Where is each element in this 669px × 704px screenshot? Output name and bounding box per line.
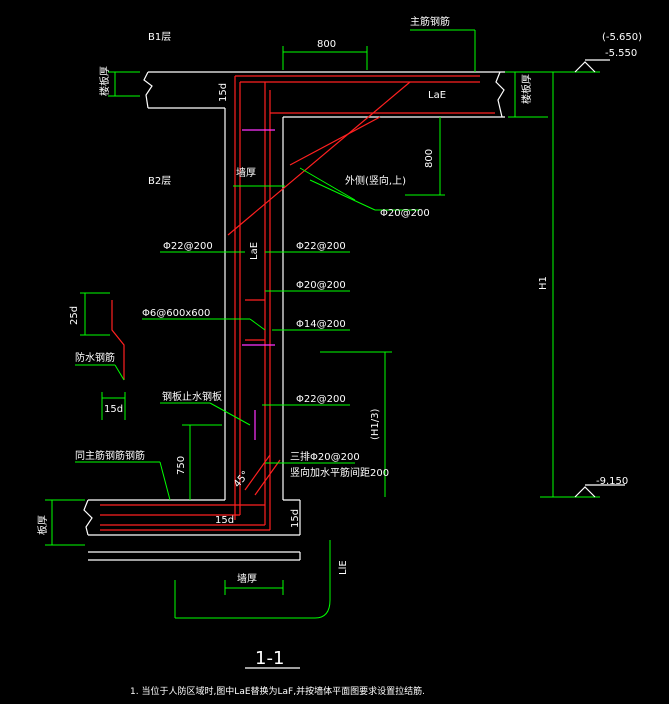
- label-waterstop: 钢板止水钢板: [162, 390, 222, 403]
- label-top-main-rebar: 同主筋钢筋钢筋: [75, 449, 145, 462]
- label-rebar-6-600: Φ6@600x600: [142, 308, 210, 319]
- note-text: 1. 当位于人防区域时,图中LaE替换为LaF,并按墙体平面图要求设置拉结筋.: [130, 685, 425, 697]
- label-15d-bottom: 15d: [215, 515, 234, 526]
- annotations: B1层 B2层 800 800 主筋钢筋 (-5.650) -5.550 -9.…: [36, 15, 642, 697]
- label-LlE: LlE: [338, 560, 349, 575]
- label-elev-top: -5.550: [605, 48, 637, 59]
- label-rebar-22-200-lower: Φ22@200: [296, 394, 346, 405]
- label-rebar-22-200-left: Φ22@200: [163, 241, 213, 252]
- label-dim-800-top: 800: [317, 39, 336, 50]
- label-main-rebar: 主筋钢筋: [410, 15, 450, 28]
- section-title: 1-1: [255, 648, 284, 669]
- label-waterproof-rebar: 防水钢筋: [75, 351, 115, 364]
- dimension-lines: [45, 29, 625, 669]
- rebar-lines: [100, 75, 495, 531]
- label-LaE-top: LaE: [428, 90, 446, 101]
- label-15d-left: 15d: [104, 404, 123, 415]
- label-dim-H: H1: [538, 276, 549, 290]
- label-LaE-wall: LaE: [249, 242, 260, 260]
- label-25d: 25d: [69, 306, 80, 325]
- label-rebar-20-200-a: Φ20@200: [380, 208, 430, 219]
- label-outer-rebar: 外侧(竖向,上): [345, 174, 406, 187]
- label-slab-thickness-left: 楼板厚: [98, 66, 111, 96]
- label-dim-H3: (H1/3): [370, 408, 381, 440]
- label-triple-rebar: 三排Φ20@200: [290, 450, 360, 463]
- label-vertical-note: 竖向加水平筋间距200: [290, 466, 389, 479]
- label-15d-top: 15d: [218, 83, 229, 102]
- label-wall-thickness: 墙厚: [236, 166, 256, 179]
- label-wall-thickness-bottom: 墙厚: [237, 572, 257, 585]
- tie-bars: [242, 129, 275, 440]
- label-rebar-22-200-right: Φ22@200: [296, 241, 346, 252]
- label-rebar-20-200-b: Φ20@200: [296, 280, 346, 291]
- label-elev-bottom: -9.150: [596, 476, 628, 487]
- label-rebar-14-200: Φ14@200: [296, 319, 346, 330]
- label-floor-b2: B2层: [148, 175, 171, 187]
- label-dim-800-side: 800: [424, 149, 435, 168]
- label-slab-thickness-bottom: 板厚: [36, 515, 49, 535]
- label-slab-thickness-right: 楼板厚: [520, 74, 533, 104]
- label-15d-bottom-right: 15d: [290, 509, 301, 528]
- label-floor-b1: B1层: [148, 31, 171, 43]
- label-elev-top-paren: (-5.650): [602, 32, 642, 43]
- label-750: 750: [176, 456, 187, 475]
- concrete-outline: [83, 71, 505, 561]
